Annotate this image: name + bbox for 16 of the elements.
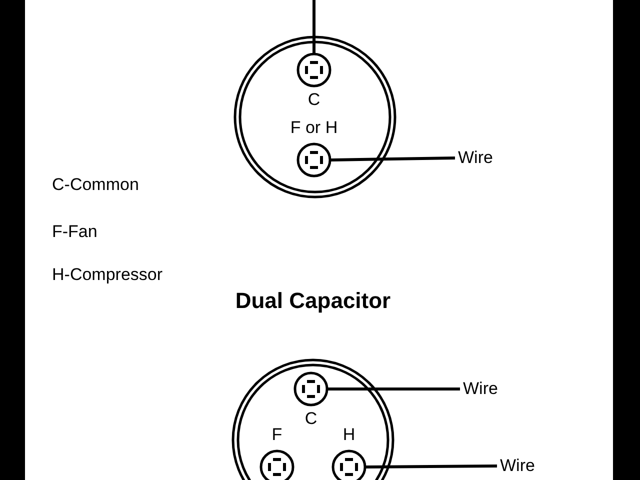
terminal-label: H [342, 425, 356, 445]
terminal-label: C [304, 409, 318, 429]
legend-note: C-Common [52, 175, 139, 195]
wire-label: Wire [463, 379, 498, 399]
wire-label: Wire [500, 456, 535, 476]
terminal-label: F or H [289, 118, 339, 138]
terminal-label: F [270, 425, 284, 445]
wire-label: Wire [458, 148, 493, 168]
wire-line [327, 388, 460, 390]
legend-note: F-Fan [52, 222, 98, 242]
wire-line [312, 0, 316, 54]
wire-line [364, 464, 498, 468]
diagram-heading: Dual Capacitor [234, 288, 392, 314]
wire-line [330, 156, 456, 162]
terminal-label: C [306, 90, 322, 110]
legend-note: H-Compressor [52, 265, 163, 285]
